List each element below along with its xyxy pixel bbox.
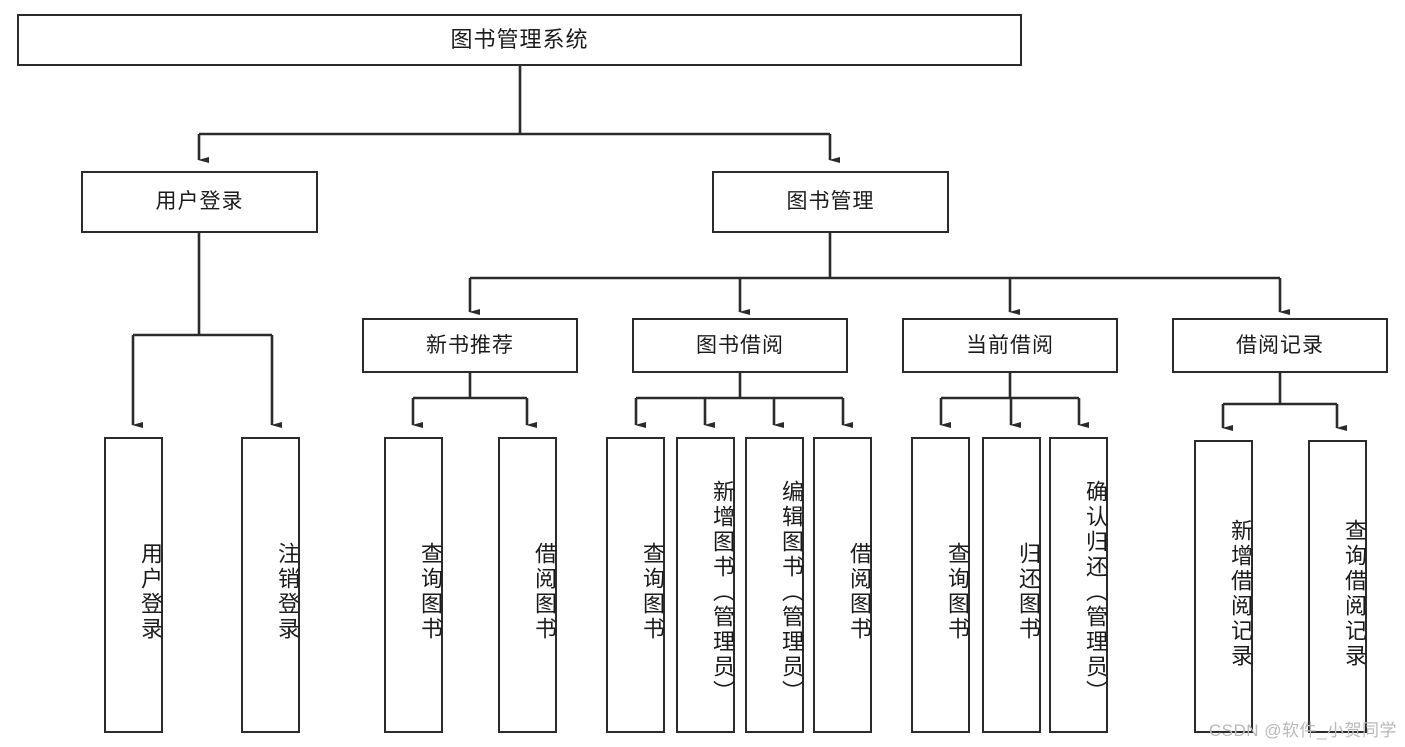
node-borrow-record-label: 借阅记录 <box>1236 333 1324 357</box>
node-user-login[interactable]: 用户登录 <box>81 171 318 233</box>
leaf-borrow-add-book-label: 新增图书（管理员） <box>710 479 735 705</box>
leaf-borrow-edit-book[interactable]: 编辑图书（管理员） <box>745 437 804 733</box>
leaf-user-login-logout[interactable]: 注销登录 <box>241 437 300 733</box>
leaf-current-confirm-return-label: 确认归还（管理员） <box>1083 479 1108 705</box>
leaf-user-login-login[interactable]: 用户登录 <box>104 437 163 733</box>
node-book-management-label: 图书管理 <box>786 190 875 214</box>
csdn-watermark: CSDN @软件_小贺同学 <box>1208 721 1397 740</box>
node-book-borrow-label: 图书借阅 <box>696 333 784 357</box>
leaf-current-query-book-label: 查询图书 <box>945 542 970 642</box>
leaf-new-book-borrow-label: 借阅图书 <box>532 542 557 642</box>
leaf-borrow-borrow-book[interactable]: 借阅图书 <box>813 437 872 733</box>
leaf-record-query-record[interactable]: 查询借阅记录 <box>1308 440 1367 733</box>
leaf-borrow-query-book-label: 查询图书 <box>640 542 665 642</box>
leaf-current-query-book[interactable]: 查询图书 <box>911 437 970 733</box>
leaf-new-book-query-label: 查询图书 <box>418 542 443 642</box>
node-book-management[interactable]: 图书管理 <box>712 171 949 233</box>
leaf-user-login-login-label: 用户登录 <box>138 542 163 642</box>
node-root[interactable]: 图书管理系统 <box>17 14 1022 66</box>
node-user-login-label: 用户登录 <box>155 190 244 214</box>
leaf-record-query-record-label: 查询借阅记录 <box>1342 518 1367 669</box>
node-book-borrow[interactable]: 图书借阅 <box>632 318 848 373</box>
node-borrow-record[interactable]: 借阅记录 <box>1172 318 1388 373</box>
leaf-user-login-logout-label: 注销登录 <box>275 542 300 642</box>
leaf-current-return-book[interactable]: 归还图书 <box>982 437 1041 733</box>
leaf-borrow-add-book[interactable]: 新增图书（管理员） <box>676 437 735 733</box>
leaf-new-book-query[interactable]: 查询图书 <box>384 437 443 733</box>
leaf-record-add-record[interactable]: 新增借阅记录 <box>1194 440 1253 733</box>
leaf-record-add-record-label: 新增借阅记录 <box>1228 518 1253 669</box>
leaf-borrow-edit-book-label: 编辑图书（管理员） <box>779 479 804 705</box>
node-new-book-recommend-label: 新书推荐 <box>426 333 514 357</box>
node-root-label: 图书管理系统 <box>450 26 589 52</box>
node-new-book-recommend[interactable]: 新书推荐 <box>362 318 578 373</box>
leaf-borrow-borrow-book-label: 借阅图书 <box>847 542 872 642</box>
leaf-current-return-book-label: 归还图书 <box>1016 542 1041 642</box>
leaf-new-book-borrow[interactable]: 借阅图书 <box>498 437 557 733</box>
node-current-borrow[interactable]: 当前借阅 <box>902 318 1118 373</box>
node-current-borrow-label: 当前借阅 <box>966 333 1054 357</box>
leaf-current-confirm-return[interactable]: 确认归还（管理员） <box>1049 437 1108 733</box>
leaf-borrow-query-book[interactable]: 查询图书 <box>606 437 665 733</box>
